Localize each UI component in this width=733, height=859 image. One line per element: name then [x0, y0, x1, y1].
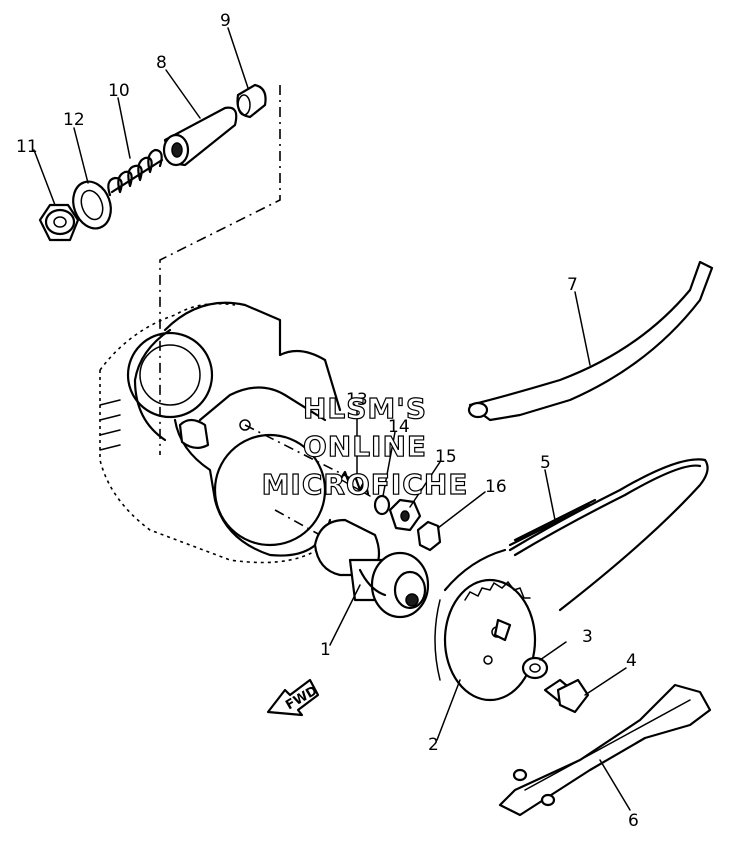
part-label-1: 1	[320, 640, 331, 660]
part-label-6: 6	[628, 811, 639, 831]
part-label-11: 11	[16, 137, 38, 157]
cap-nut-part	[416, 520, 442, 552]
watermark-line-1: HLSM'S	[303, 392, 427, 425]
cam-sprocket-part	[443, 578, 537, 702]
nut-part	[388, 498, 422, 532]
part-label-14: 14	[388, 417, 410, 437]
part-label-3: 3	[582, 627, 593, 647]
part-label-7: 7	[567, 275, 578, 295]
small-spring-part	[337, 470, 371, 497]
plug-cap-part	[236, 83, 267, 119]
watermark: HLSM'S ONLINE MICROFICHE	[261, 391, 469, 501]
part-label-9: 9	[220, 11, 231, 31]
watermark-line-3: MICROFICHE	[262, 468, 469, 501]
leader-lines	[33, 27, 631, 811]
part-label-15: 15	[435, 447, 457, 467]
bolt-part	[543, 678, 590, 714]
part-label-4: 4	[626, 651, 637, 671]
o-ring-part	[373, 494, 391, 516]
part-number-labels: 11 12 10 8 9 13 14 15 16 5 7 1 2 3 4 6	[16, 11, 639, 831]
part-label-13: 13	[346, 390, 368, 410]
spring-part	[107, 148, 164, 197]
part-label-5: 5	[540, 453, 551, 473]
part-label-2: 2	[428, 735, 439, 755]
watermark-line-2: ONLINE	[303, 430, 427, 463]
cylinder-head-outline	[99, 301, 342, 564]
forward-direction-arrow: FWD	[266, 678, 320, 717]
tensioner-rod-part	[162, 106, 238, 167]
part-label-10: 10	[108, 81, 130, 101]
camshaft-part	[313, 518, 430, 619]
gasket-part	[72, 180, 112, 230]
part-label-16: 16	[485, 477, 507, 497]
cap-bolt-part	[38, 203, 80, 242]
chain-guide-lower-part	[498, 683, 712, 817]
chain-guide-upper-part	[467, 260, 714, 422]
washer-part	[521, 656, 549, 680]
assembly-line	[274, 509, 321, 536]
assembly-line	[159, 85, 281, 455]
part-label-12: 12	[63, 110, 85, 130]
part-label-8: 8	[156, 53, 167, 73]
